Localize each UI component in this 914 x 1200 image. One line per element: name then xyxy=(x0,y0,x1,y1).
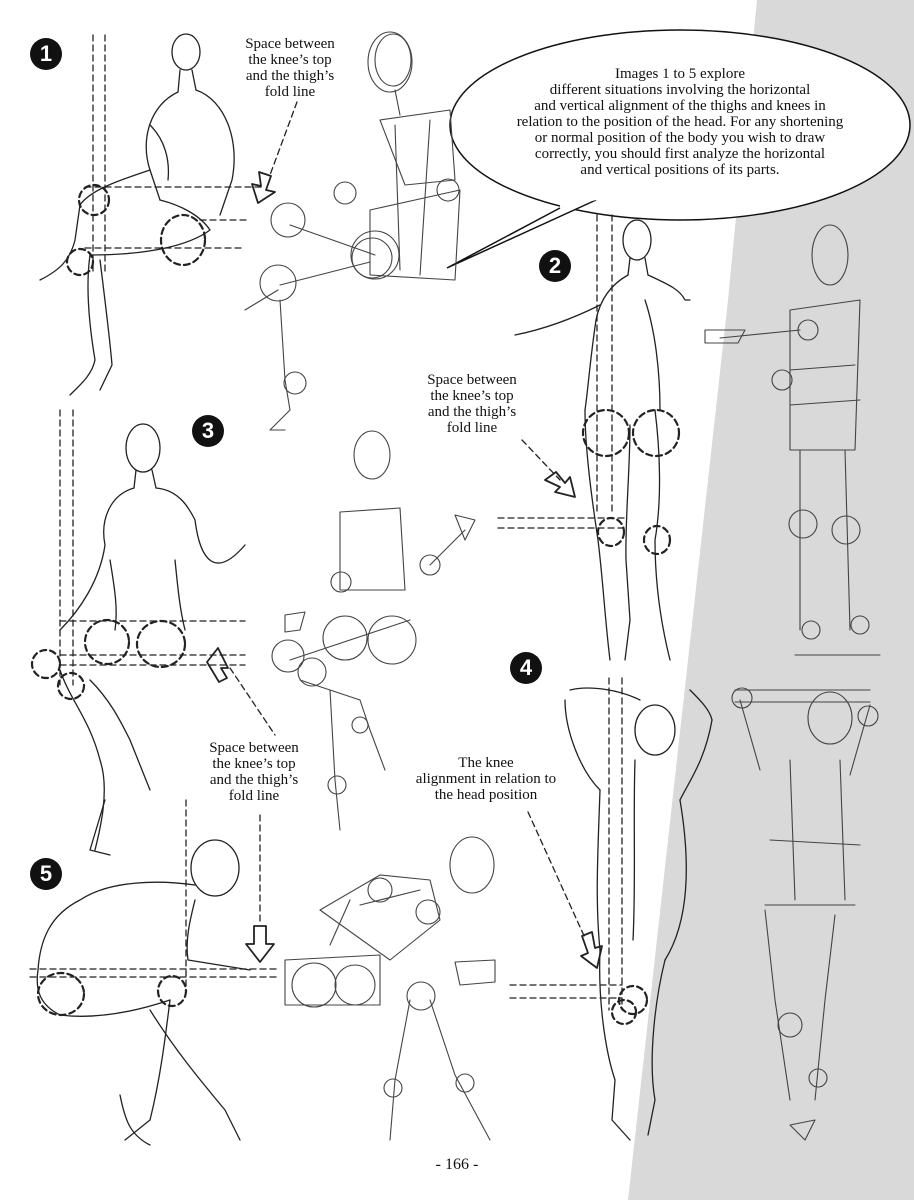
figure-badge-3: 3 xyxy=(192,415,224,447)
figure-2-construction xyxy=(704,224,881,656)
figure-3-construction xyxy=(271,430,476,831)
gray-background-band xyxy=(628,0,914,1200)
figure-3-guides xyxy=(30,409,276,736)
figure-5-drawing xyxy=(36,839,251,1146)
figure-5-guides xyxy=(29,799,279,1017)
figure-4-construction xyxy=(731,687,879,1141)
annotation-figure-4: The knee alignment in relation to the he… xyxy=(415,755,557,803)
figure-1-arrow xyxy=(251,171,276,204)
figure-1-guides xyxy=(65,34,298,277)
figure-badge-2: 2 xyxy=(539,250,571,282)
figure-1-drawing xyxy=(39,33,235,396)
annotation-figure-3: Space between the knee’s top and the thi… xyxy=(209,740,299,804)
speech-bubble-tail xyxy=(446,199,597,269)
figure-2-guides xyxy=(497,214,681,556)
figure-4-drawing xyxy=(564,687,713,1141)
speech-bubble-text: Images 1 to 5 explore different situatio… xyxy=(516,66,844,178)
figure-badge-5: 5 xyxy=(30,858,62,890)
figure-3-drawing xyxy=(59,423,246,856)
figure-5-arrow xyxy=(245,925,275,963)
figure-2-arrow xyxy=(544,471,576,498)
figure-2-drawing xyxy=(514,219,691,661)
figure-badge-1: 1 xyxy=(30,38,62,70)
page-number: - 166 - xyxy=(435,1156,479,1173)
figure-1-construction xyxy=(244,31,461,431)
speech-bubble xyxy=(449,29,911,221)
annotation-figure-2: Space between the knee’s top and the thi… xyxy=(427,372,517,436)
figure-4-arrow xyxy=(580,931,603,969)
figure-3-arrow xyxy=(206,647,229,683)
figure-badge-4: 4 xyxy=(510,652,542,684)
annotation-figure-1: Space between the knee’s top and the thi… xyxy=(245,36,335,100)
figure-4-guides xyxy=(509,677,649,1026)
figure-5-construction xyxy=(284,836,496,1141)
